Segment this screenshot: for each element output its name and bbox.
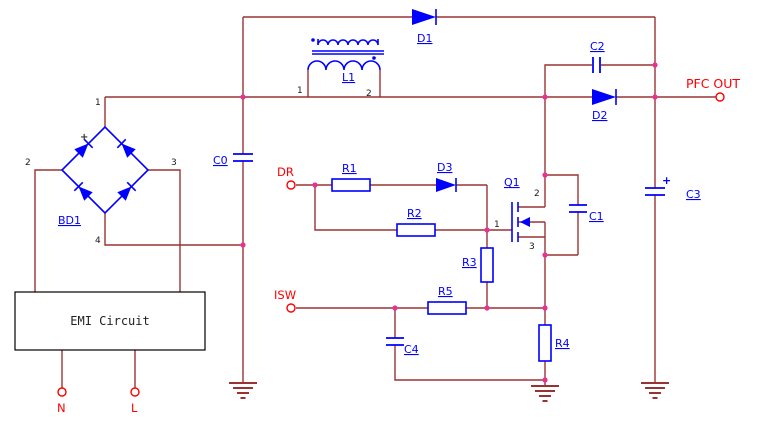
wire-dr-branch — [296, 184, 512, 248]
junction-dot — [484, 305, 490, 311]
junction-dot — [542, 252, 548, 258]
junction-dot — [652, 94, 658, 100]
ground-symbol-source — [531, 385, 559, 402]
r4-label: R4 — [555, 337, 570, 350]
resistor-r2: R2 — [396, 207, 436, 237]
resistor-r1: R1 — [331, 162, 371, 192]
wire-c2-branch — [544, 64, 655, 97]
mosfet-q1: Q1 1 2 3 — [494, 176, 540, 252]
terminal-circle — [57, 387, 67, 397]
junction-dot — [392, 305, 398, 311]
l1-polarity-dot — [311, 38, 315, 42]
inductor-l1: L1 1 2 — [297, 38, 384, 99]
terminal-circle — [715, 92, 725, 102]
diode-d2: D2 — [592, 89, 617, 122]
terminal-circle — [130, 387, 140, 397]
bd1-pin-1: 1 — [95, 98, 101, 108]
l1-pin-1: 1 — [297, 86, 303, 96]
wire-isw-branch — [296, 307, 545, 381]
capacitor-c2: C2 — [590, 40, 605, 73]
wire-l1-stubs — [307, 70, 381, 97]
bridge-diode-icon — [74, 138, 94, 158]
c3-label: C3 — [686, 188, 701, 201]
emi-box-label: EMI Circuit — [70, 314, 149, 328]
wire-q1-leads — [518, 97, 546, 308]
c0-label: C0 — [213, 154, 228, 167]
r3-label: R3 — [462, 256, 477, 269]
emi-circuit-box: EMI Circuit — [14, 291, 206, 351]
bd1-pin-4: 4 — [95, 236, 101, 246]
d1-label: D1 — [417, 32, 432, 45]
diode-icon — [412, 9, 436, 25]
d3-label: D3 — [437, 161, 452, 174]
terminal-circle — [286, 303, 296, 313]
resistor-r3: R3 — [462, 247, 494, 283]
bridge-plus-mark: + — [80, 132, 88, 143]
terminal-circle — [286, 180, 296, 190]
bridge-diode-icon — [73, 181, 93, 201]
terminal-dr: DR — [277, 165, 296, 190]
bd1-label: BD1 — [58, 214, 81, 227]
junction-dot — [542, 305, 548, 311]
q1-pin-2: 2 — [534, 189, 540, 199]
terminal-isw: ISW — [274, 288, 296, 313]
bd1-pin-3: 3 — [171, 158, 177, 168]
diode-icon — [436, 178, 456, 192]
l1-main-winding — [307, 60, 381, 71]
wire-bridge-connections — [34, 97, 243, 292]
terminal-pfc-out: PFC OUT — [686, 76, 740, 102]
wire-emi-terminals — [61, 350, 136, 388]
bridge-diode-icon — [116, 138, 136, 158]
junction-dots — [240, 62, 658, 383]
junction-dot — [542, 172, 548, 178]
wire-c1-branch — [545, 174, 579, 256]
n-label: N — [57, 401, 66, 415]
r2-label: R2 — [407, 207, 422, 220]
pfc-out-label: PFC OUT — [686, 76, 740, 91]
junction-dot — [312, 182, 318, 188]
ground-symbol-c0 — [229, 382, 257, 399]
r1-label: R1 — [342, 162, 357, 175]
q1-pin-3: 3 — [529, 242, 535, 252]
c2-label: C2 — [590, 40, 605, 53]
bd1-pin-2: 2 — [25, 158, 31, 168]
isw-label: ISW — [274, 288, 296, 302]
terminal-l: L — [130, 387, 140, 415]
junction-dot — [240, 242, 246, 248]
l-label: L — [131, 401, 138, 415]
diode-d1: D1 — [412, 9, 437, 45]
c1-label: C1 — [589, 210, 604, 223]
capacitor-c0: C0 — [213, 153, 253, 167]
l1-aux-winding — [317, 39, 379, 46]
resistor-r5: R5 — [427, 285, 467, 315]
capacitor-c3: + C3 — [645, 174, 701, 201]
junction-dot — [240, 94, 246, 100]
dr-label: DR — [277, 165, 294, 179]
junction-dot — [652, 62, 658, 68]
junction-dot — [542, 377, 548, 383]
r5-label: R5 — [438, 285, 453, 298]
q1-pin-1: 1 — [494, 220, 500, 230]
diode-d3: D3 — [436, 161, 457, 192]
resistor-r4: R4 — [538, 324, 570, 362]
terminal-n: N — [57, 387, 67, 415]
capacitor-c1: C1 — [569, 204, 604, 223]
bridge-diode-icon — [117, 181, 137, 201]
junction-dot — [484, 227, 490, 233]
bridge-rectifier-bd1: + BD1 1 2 3 4 — [25, 98, 177, 246]
q1-body-arrow-icon — [520, 217, 530, 227]
junction-dot — [542, 94, 548, 100]
d2-label: D2 — [592, 109, 607, 122]
c3-plus-mark: + — [662, 174, 671, 187]
q1-label: Q1 — [504, 176, 520, 189]
l1-pin-2: 2 — [366, 89, 372, 99]
ground-symbol-c3 — [641, 382, 669, 399]
capacitor-c4: C4 — [386, 337, 419, 356]
diode-icon — [592, 89, 616, 105]
c4-label: C4 — [404, 343, 419, 356]
l1-label: L1 — [342, 71, 355, 84]
l1-polarity-dot — [372, 56, 376, 60]
bridge-diamond — [60, 125, 150, 215]
